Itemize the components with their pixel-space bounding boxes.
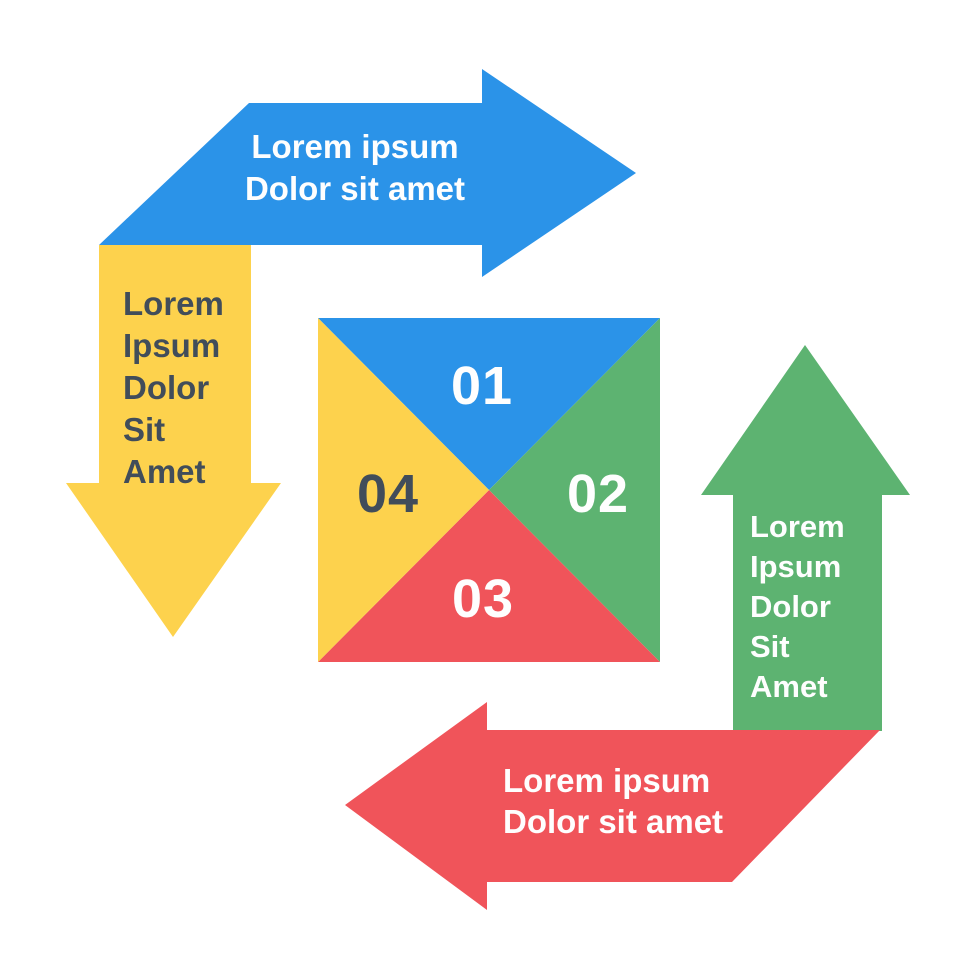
arrow-down-shape (66, 245, 281, 637)
arrow-right-label: Lorem ipsum Dolor sit amet (240, 126, 470, 210)
arrow-left-shape (345, 702, 880, 910)
square-right-triangle (489, 318, 660, 662)
step-number-02: 02 (566, 464, 630, 524)
arrow-up-label-line4: Sit (750, 629, 790, 664)
arrow-right-shape (99, 69, 636, 277)
square-left-triangle (318, 318, 489, 662)
arrow-down-label-line2: Ipsum (123, 327, 221, 364)
square-bottom-triangle (318, 490, 660, 662)
step-number-04: 04 (356, 464, 420, 524)
step-number-01: 01 (450, 356, 514, 416)
arrow-up-label: Lorem Ipsum Dolor Sit Amet (750, 507, 845, 707)
arrow-left-label: Lorem ipsum Dolor sit amet (503, 760, 723, 842)
arrow-down-label-line1: Lorem (123, 285, 224, 322)
step-number-03: 03 (451, 569, 515, 629)
arrow-left-label-line1: Lorem ipsum (503, 762, 711, 799)
arrow-up-label-line2: Ipsum (750, 549, 842, 584)
arrow-left-label-line2: Dolor sit amet (503, 803, 724, 840)
arrow-down-label-line4: Sit (123, 411, 166, 448)
square-top-triangle (318, 318, 660, 490)
arrow-down-label: Lorem Ipsum Dolor Sit Amet (123, 283, 224, 493)
arrow-up-label-line1: Lorem (750, 509, 845, 544)
arrow-down-label-line5: Amet (123, 453, 206, 490)
arrow-up-label-line3: Dolor (750, 589, 831, 624)
arrow-right-label-line2: Dolor sit amet (244, 170, 466, 207)
arrow-down-label-line3: Dolor (123, 369, 210, 406)
arrow-right-label-line1: Lorem ipsum (251, 128, 459, 165)
arrow-up-shape (701, 345, 910, 731)
arrow-up-label-line5: Amet (750, 669, 828, 704)
